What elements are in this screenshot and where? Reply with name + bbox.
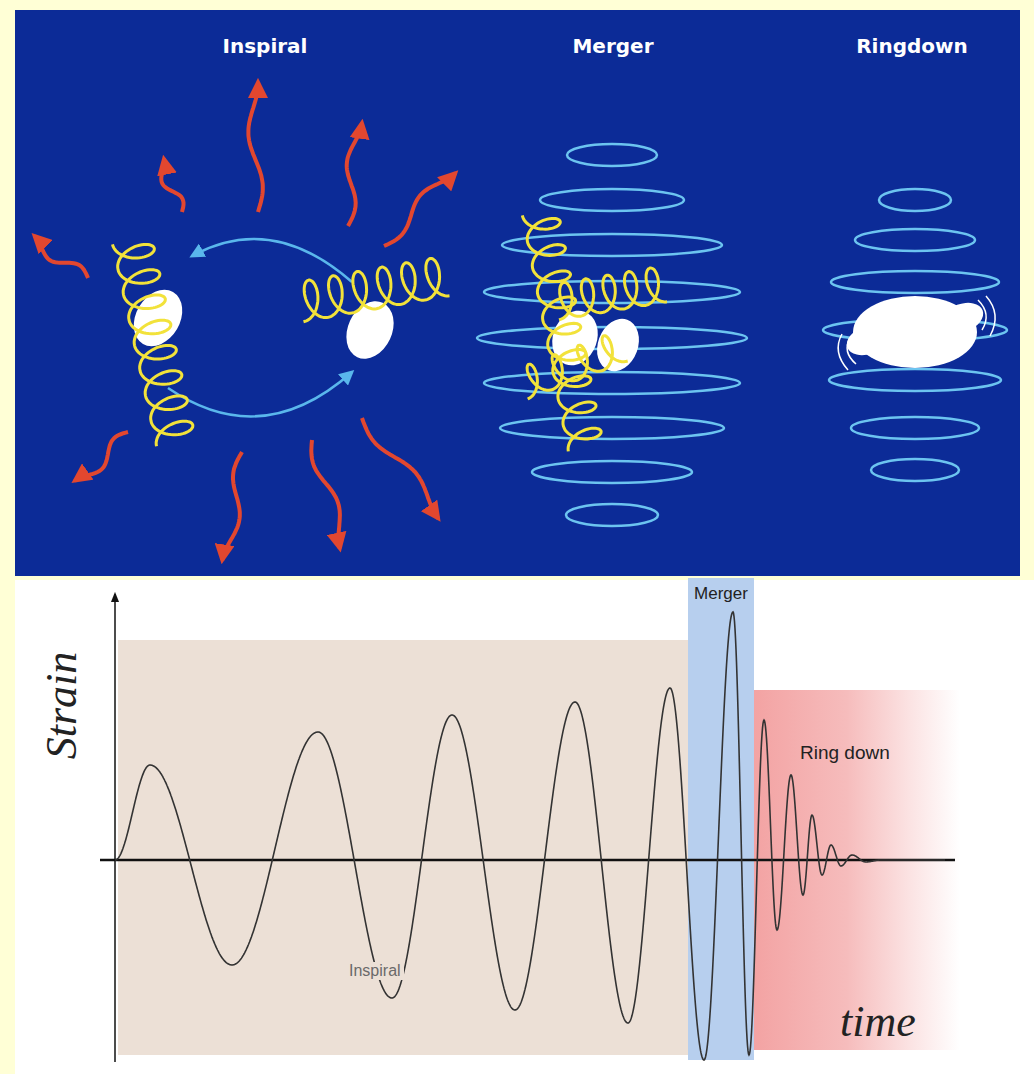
- page-ground: [0, 0, 1034, 580]
- radiation-arrow: [34, 236, 88, 278]
- phase-label: Inspiral: [346, 962, 404, 980]
- phase-title: Ringdown: [856, 34, 968, 58]
- radiation-arrow: [222, 452, 242, 560]
- phase-band: Ring down: [754, 690, 960, 1050]
- strain-axis: [114, 594, 116, 1062]
- spin-coil: [304, 258, 450, 321]
- radiation-arrow: [362, 418, 438, 519]
- phase-title: Merger: [572, 34, 653, 58]
- orbit-arrows: [168, 239, 352, 416]
- phase-label: Merger: [694, 584, 748, 604]
- phase-band: Merger: [688, 578, 754, 1060]
- ring: [532, 461, 692, 483]
- radiation-arrow: [75, 432, 128, 481]
- ring: [484, 281, 740, 303]
- axis-label: Strain: [36, 651, 87, 759]
- ring: [566, 504, 658, 526]
- ring: [851, 417, 979, 439]
- ring: [855, 229, 975, 251]
- radiation-arrow: [161, 159, 183, 212]
- ring: [540, 189, 684, 211]
- axis-label: time: [840, 996, 916, 1047]
- ring: [879, 189, 951, 211]
- ringdown-ripples: [838, 296, 995, 370]
- spin-coil: [527, 336, 628, 399]
- phase-title: Inspiral: [223, 34, 308, 58]
- phase-band: Inspiral: [118, 640, 688, 1055]
- spin-coil: [522, 215, 601, 451]
- spin-coils: [113, 215, 668, 451]
- spacetime-rings: [477, 144, 1007, 526]
- ring: [829, 369, 1001, 391]
- phase-label: Ring down: [800, 742, 890, 764]
- spin-coil: [559, 268, 667, 320]
- radiation-arrow: [311, 440, 340, 549]
- ring: [484, 372, 740, 394]
- ring: [871, 459, 959, 481]
- radiation-arrow: [347, 123, 362, 226]
- ring: [500, 417, 724, 439]
- illustration-panel: [15, 10, 1020, 576]
- ring: [567, 144, 657, 166]
- radiation-arrow: [248, 82, 262, 212]
- page-strip: [0, 0, 15, 1074]
- radiation-arrow: [384, 173, 456, 246]
- ring: [831, 271, 999, 293]
- radiation-arrows: [34, 82, 455, 561]
- strain-waveform: [115, 612, 945, 1060]
- spin-coil: [113, 244, 193, 446]
